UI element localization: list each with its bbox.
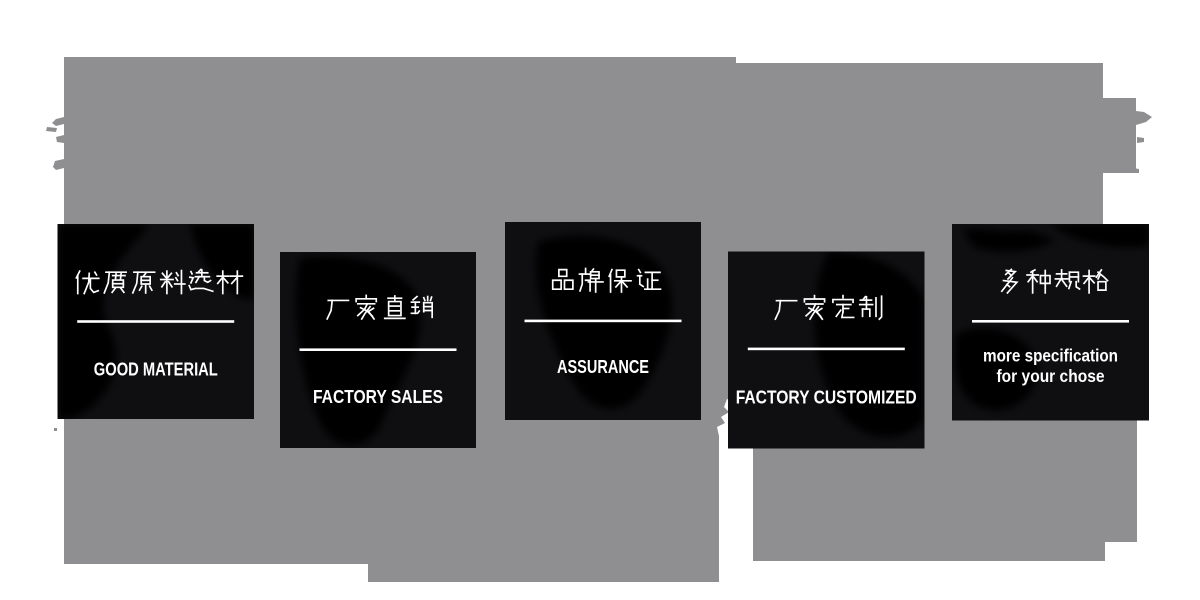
svg-text:FACTORY CUSTOMIZED: FACTORY CUSTOMIZED: [736, 388, 917, 408]
svg-text:FACTORY SALES: FACTORY SALES: [313, 387, 443, 407]
svg-text:more specification: more specification: [983, 346, 1118, 366]
svg-text:for your chose: for your chose: [997, 366, 1105, 386]
svg-text:GOOD MATERIAL: GOOD MATERIAL: [94, 360, 218, 380]
svg-text:ASSURANCE: ASSURANCE: [557, 357, 649, 377]
